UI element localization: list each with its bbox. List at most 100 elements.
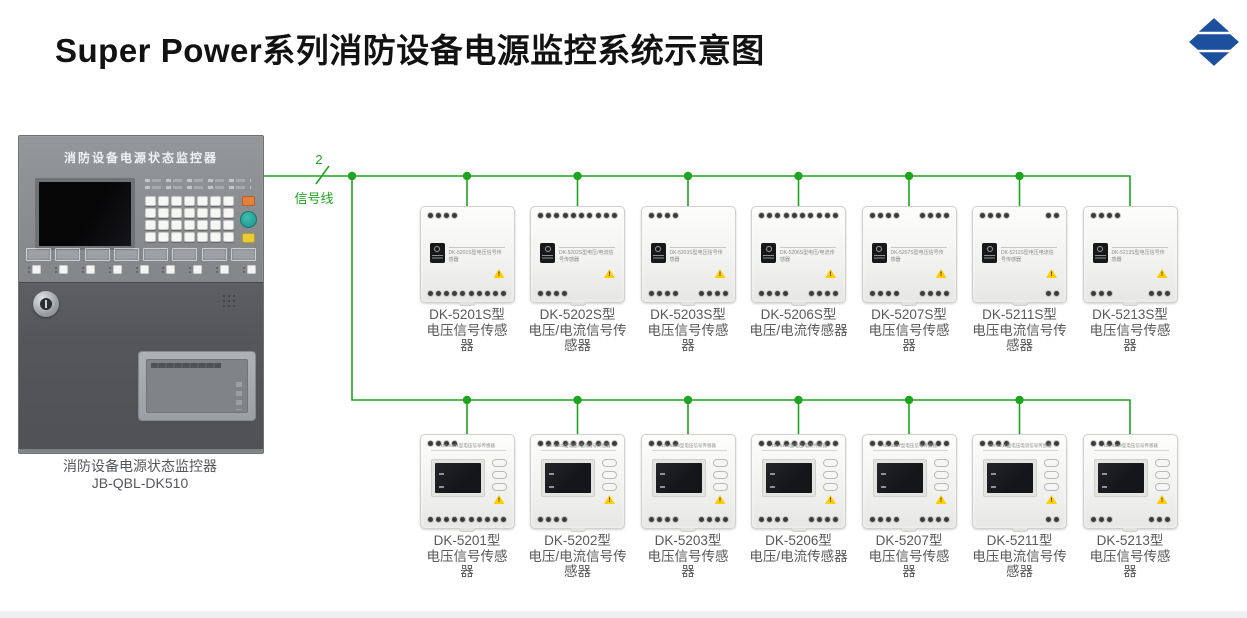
alarm-key xyxy=(242,196,255,206)
sensor-module: DK-5206S型电压/电流传感器 ! xyxy=(751,206,846,306)
controller-panel-title: 消防设备电源状态监控器 xyxy=(63,151,218,165)
device-print-label: DK-5203S型电压信号传感器 xyxy=(669,247,726,263)
sensor-module: DK-5203S型电压信号传感器 ! xyxy=(640,206,736,306)
terminal-row-top xyxy=(980,441,1059,446)
warning-triangle-icon: ! xyxy=(714,495,726,504)
page-bottom-band xyxy=(0,611,1247,618)
device-print-label: DK-5207型电压信号传感器 xyxy=(872,443,948,451)
warning-triangle-icon: ! xyxy=(1156,269,1168,278)
warning-triangle-icon: ! xyxy=(604,269,615,278)
controller-keypad xyxy=(145,196,237,242)
device-caption: DK-5206S型电压/电流传感器 xyxy=(749,307,848,338)
din-rail-tab xyxy=(901,528,917,532)
terminal-row-bottom xyxy=(759,517,838,522)
din-rail-tab xyxy=(459,528,475,532)
keyhole-lock-icon xyxy=(33,291,59,317)
terminal-row-bottom xyxy=(759,291,838,296)
terminal-row-bottom xyxy=(648,517,728,522)
printer-paper-door xyxy=(146,359,248,413)
controller-caption-name: 消防设备电源状态监控器 xyxy=(63,458,217,474)
device-buttons xyxy=(712,459,728,491)
device-caption: DK-5203型电压信号传感器 xyxy=(647,533,729,580)
terminal-row-top xyxy=(759,441,838,446)
device-caption: DK-5211S型电压电流信号传感器 xyxy=(972,307,1067,354)
device-print-label: DK-5206S型电压/电流传感器 xyxy=(780,247,836,263)
terminal-row-top xyxy=(759,213,838,218)
mute-button xyxy=(240,211,257,228)
device-caption: DK-5213S型电压信号传感器 xyxy=(1089,307,1171,354)
warning-triangle-icon: ! xyxy=(493,495,505,504)
device-print-label: DK-5201S型电压信号传感器 xyxy=(448,247,505,263)
sensor-module: DK-5202S型电压/电流信号传感器 ! xyxy=(530,206,625,306)
device-print-label: DK-5202型电压/电流信号传感器 xyxy=(541,443,616,451)
sensor-module: DK-5202型电压/电流信号传感器 ! xyxy=(530,434,625,532)
device-caption: DK-5213型电压信号传感器 xyxy=(1089,533,1171,580)
device-lcd-screen xyxy=(983,459,1037,497)
sensor-device: DK-5206型电压/电流传感器 ! DK-5206型电压/电流传感器 xyxy=(749,434,848,564)
sensor-module: DK-5203型电压信号传感器 ! xyxy=(640,434,736,532)
device-lcd-screen xyxy=(430,459,485,497)
cabinet-door xyxy=(19,282,263,449)
device-buttons xyxy=(1044,459,1059,491)
sensor-device: DK-5201型电压信号传感器 ! DK-5201型电压信号传感器 xyxy=(419,434,515,579)
terminal-row-top xyxy=(648,213,728,218)
din-rail-tab xyxy=(790,302,807,306)
device-label-badge xyxy=(761,243,776,263)
device-lcd-screen xyxy=(872,459,927,497)
sensor-module: DK-5206型电压/电流传感器 ! xyxy=(751,434,846,532)
sensor-device: DK-5203S型电压信号传感器 ! DK-5203S型电压信号传感器 xyxy=(640,206,736,353)
terminal-row-bottom xyxy=(427,517,507,522)
device-print-label: DK-5203型电压信号传感器 xyxy=(651,443,727,451)
din-rail-tab xyxy=(569,302,586,306)
device-label-badge xyxy=(982,243,997,263)
din-rail-tab xyxy=(790,528,807,532)
controller-caption-model: JB-QBL-DK510 xyxy=(91,474,189,491)
sensor-module: DK-5211型电压电流信号传感器 ! xyxy=(972,434,1067,532)
sensor-module: DK-5213型电压信号传感器 ! xyxy=(1082,434,1178,532)
controller-caption: 消防设备电源状态监控器 JB-QBL-DK510 xyxy=(18,458,262,492)
din-rail-tab xyxy=(680,528,696,532)
terminal-row-top xyxy=(538,441,617,446)
sensor-module: DK-5213S型电压信号传感器 ! xyxy=(1082,206,1178,306)
warning-triangle-icon: ! xyxy=(825,495,836,504)
device-lcd-screen xyxy=(762,459,816,497)
function-key xyxy=(242,233,255,243)
device-buttons xyxy=(823,459,838,491)
terminal-row-bottom xyxy=(980,517,1059,522)
sensor-device: DK-5207型电压信号传感器 ! DK-5207型电压信号传感器 xyxy=(861,434,957,579)
terminal-row-top xyxy=(980,213,1059,218)
sensor-device: DK-5201S型电压信号传感器 ! DK-5201S型电压信号传感器 xyxy=(419,206,515,353)
terminal-row-bottom xyxy=(1090,517,1170,522)
terminal-row-top xyxy=(1090,441,1170,446)
device-caption: DK-5201S型电压信号传感器 xyxy=(426,307,508,354)
din-rail-tab xyxy=(1011,302,1028,306)
din-rail-tab xyxy=(680,302,696,306)
device-caption: DK-5203S型电压信号传感器 xyxy=(647,307,729,354)
sensor-device: DK-5213型电压信号传感器 ! DK-5213型电压信号传感器 xyxy=(1082,434,1178,579)
device-caption: DK-5211型电压电流信号传感器 xyxy=(972,533,1067,580)
sensor-module: DK-5201型电压信号传感器 ! xyxy=(419,434,515,532)
din-rail-tab xyxy=(459,302,475,306)
device-label-badge xyxy=(429,243,445,263)
power-monitor-controller: 消防设备电源状态监控器 xyxy=(18,135,264,454)
warning-triangle-icon: ! xyxy=(714,269,726,278)
warning-triangle-icon: ! xyxy=(604,495,615,504)
printer-module xyxy=(138,351,256,421)
sensor-device: DK-5202型电压/电流信号传感器 ! DK-5202型电压/电流信号传感器 xyxy=(528,434,627,579)
terminal-row-top xyxy=(538,213,617,218)
device-caption: DK-5206型电压/电流传感器 xyxy=(749,533,848,564)
terminal-row-bottom xyxy=(648,291,728,296)
terminal-row-top xyxy=(427,441,507,446)
device-label-badge xyxy=(871,243,887,263)
sensor-device: DK-5207S型电压信号传感器 ! DK-5207S型电压信号传感器 xyxy=(861,206,957,353)
sensor-device: DK-5211S型电压电流信号传感器 ! DK-5211S型电压电流信号传感器 xyxy=(972,206,1067,353)
sensor-device: DK-5211型电压电流信号传感器 ! DK-5211型电压电流信号传感器 xyxy=(972,434,1067,579)
device-buttons xyxy=(1154,459,1170,491)
din-rail-tab xyxy=(1011,528,1028,532)
terminal-row-top xyxy=(869,213,949,218)
terminal-row-bottom xyxy=(538,291,617,296)
speaker-grille-icon xyxy=(223,295,237,309)
din-rail-tab xyxy=(901,302,917,306)
